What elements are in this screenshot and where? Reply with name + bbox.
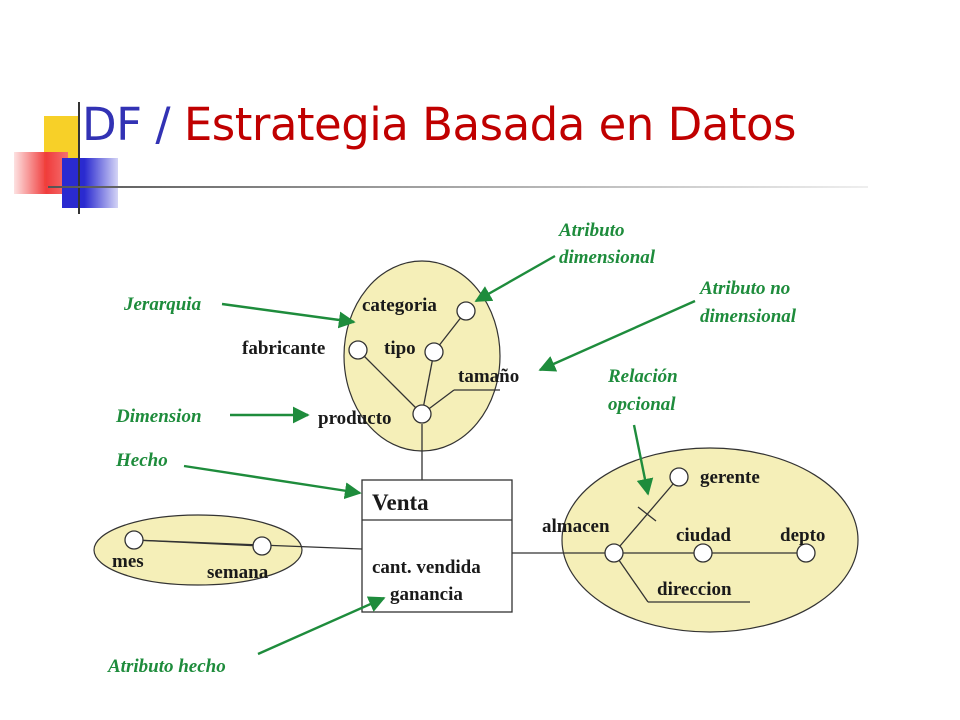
annotation-atributo-dimensional-line1: Atributo xyxy=(558,220,624,241)
node-depto xyxy=(796,543,816,563)
arrow-atributo-dimensional xyxy=(474,254,556,303)
almacen-dimension-ellipse xyxy=(561,447,859,633)
node-mes xyxy=(124,530,144,550)
node-tipo xyxy=(424,342,444,362)
annotation-relacion-opcional-line1: Relación xyxy=(607,366,678,387)
venta-fact-box xyxy=(361,479,513,613)
node-ciudad xyxy=(693,543,713,563)
measure-ganancia: ganancia xyxy=(390,584,463,605)
label-producto: producto xyxy=(318,408,392,429)
deco-blue-square xyxy=(62,158,118,208)
annotation-atributo-no-dimensional-line1: Atributo no xyxy=(699,278,790,299)
annotation-dimension: Dimension xyxy=(115,406,202,427)
label-ciudad: ciudad xyxy=(676,525,731,546)
arrow-relacion-opcional xyxy=(632,424,654,496)
title-main: Estrategia Basada en Datos xyxy=(183,98,797,151)
node-categoria xyxy=(456,301,476,321)
measure-cant-vendida: cant. vendida xyxy=(372,557,481,578)
label-depto: depto xyxy=(780,525,825,546)
label-tipo: tipo xyxy=(384,338,416,359)
label-semana: semana xyxy=(207,562,269,583)
deco-vertical-rule xyxy=(78,102,80,214)
annotation-relacion-opcional-line2: opcional xyxy=(608,394,676,415)
arrow-atributo-no-dimensional xyxy=(538,299,696,372)
label-categoria: categoria xyxy=(362,295,437,316)
node-semana xyxy=(252,536,272,556)
optional-relation-tick xyxy=(637,506,657,522)
fact-name: Venta xyxy=(372,490,429,515)
edge-mes-semana xyxy=(133,539,263,547)
label-tamano: tamaño xyxy=(458,366,519,387)
slide-title: DF / Estrategia Basada en Datos xyxy=(82,98,796,151)
annotation-atributo-dimensional-line2: dimensional xyxy=(559,247,656,268)
node-gerente xyxy=(669,467,689,487)
edge-almacen-gerente xyxy=(613,476,680,554)
label-direccion: direccion xyxy=(657,579,732,600)
node-almacen xyxy=(604,543,624,563)
annotation-atributo-no-dimensional-line2: dimensional xyxy=(700,306,797,327)
arrow-jerarquia xyxy=(221,302,356,329)
label-fabricante: fabricante xyxy=(242,338,325,359)
title-prefix: DF / xyxy=(82,98,184,151)
edge-almacen-direccion xyxy=(613,552,649,603)
node-producto xyxy=(412,404,432,424)
deco-horizontal-rule xyxy=(48,186,868,188)
annotation-jerarquia: Jerarquia xyxy=(123,294,202,315)
label-almacen: almacen xyxy=(542,516,610,537)
edge-producto-tipo xyxy=(421,351,435,415)
arrow-atributo-hecho xyxy=(257,596,386,656)
edge-producto-fabricante xyxy=(357,349,423,415)
label-mes: mes xyxy=(112,551,144,572)
arrow-hecho xyxy=(183,464,362,500)
annotation-atributo-hecho: Atributo hecho xyxy=(107,656,226,677)
node-fabricante xyxy=(348,340,368,360)
label-gerente: gerente xyxy=(700,467,760,488)
annotation-hecho: Hecho xyxy=(115,450,168,471)
tiempo-dimension-ellipse xyxy=(93,514,303,586)
